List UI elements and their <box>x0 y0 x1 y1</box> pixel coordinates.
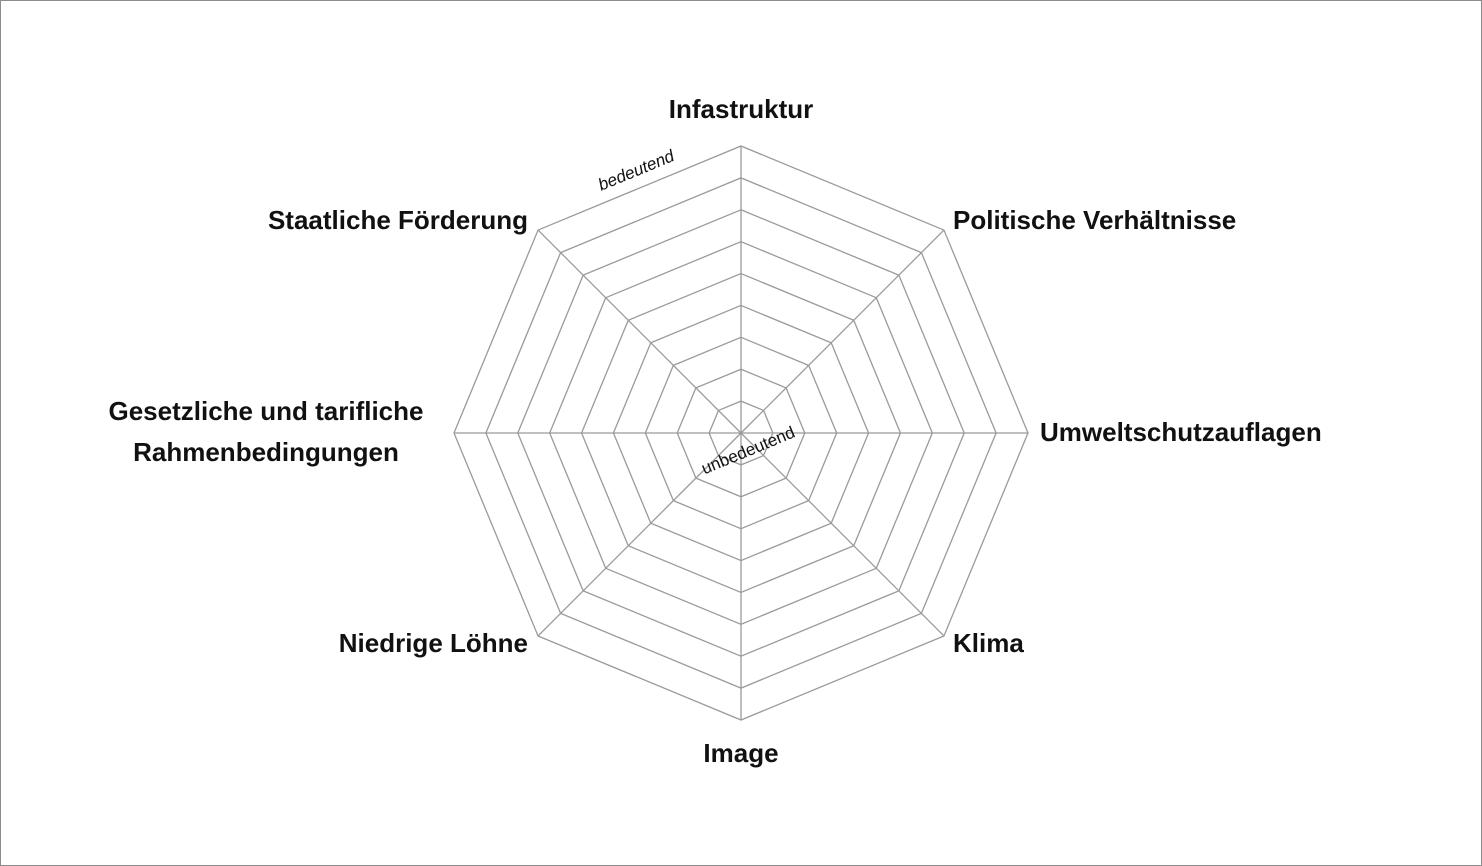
axis-label-5: Image <box>703 738 778 768</box>
axis-label-line: Infastruktur <box>669 94 813 124</box>
axis-spoke-8 <box>537 229 742 434</box>
axis-label-line: Niedrige Löhne <box>339 628 528 658</box>
scale-max-label: bedeutend <box>595 146 677 195</box>
radar-grid <box>453 145 1029 721</box>
axis-label-2: Politische Verhältnisse <box>953 205 1236 235</box>
axis-label-line: Image <box>703 738 778 768</box>
scale-min-label: unbedeutend <box>699 423 798 479</box>
axis-spoke-4 <box>740 432 945 637</box>
axis-label-line: Klima <box>953 628 1024 658</box>
axis-label-line: Gesetzliche und tarifliche <box>109 396 424 426</box>
axis-label-line: Staatliche Förderung <box>268 205 528 235</box>
axis-label-1: Infastruktur <box>669 94 813 124</box>
axis-label-4: Klima <box>953 628 1024 658</box>
axis-label-8: Staatliche Förderung <box>268 205 528 235</box>
axis-spoke-6 <box>537 432 742 637</box>
axis-label-line: Rahmenbedingungen <box>133 437 399 467</box>
axis-label-line: Politische Verhältnisse <box>953 205 1236 235</box>
axis-label-6: Niedrige Löhne <box>339 628 528 658</box>
axis-label-3: Umweltschutzauflagen <box>1040 417 1322 447</box>
axis-spoke-2 <box>740 229 945 434</box>
axis-label-line: Umweltschutzauflagen <box>1040 417 1322 447</box>
